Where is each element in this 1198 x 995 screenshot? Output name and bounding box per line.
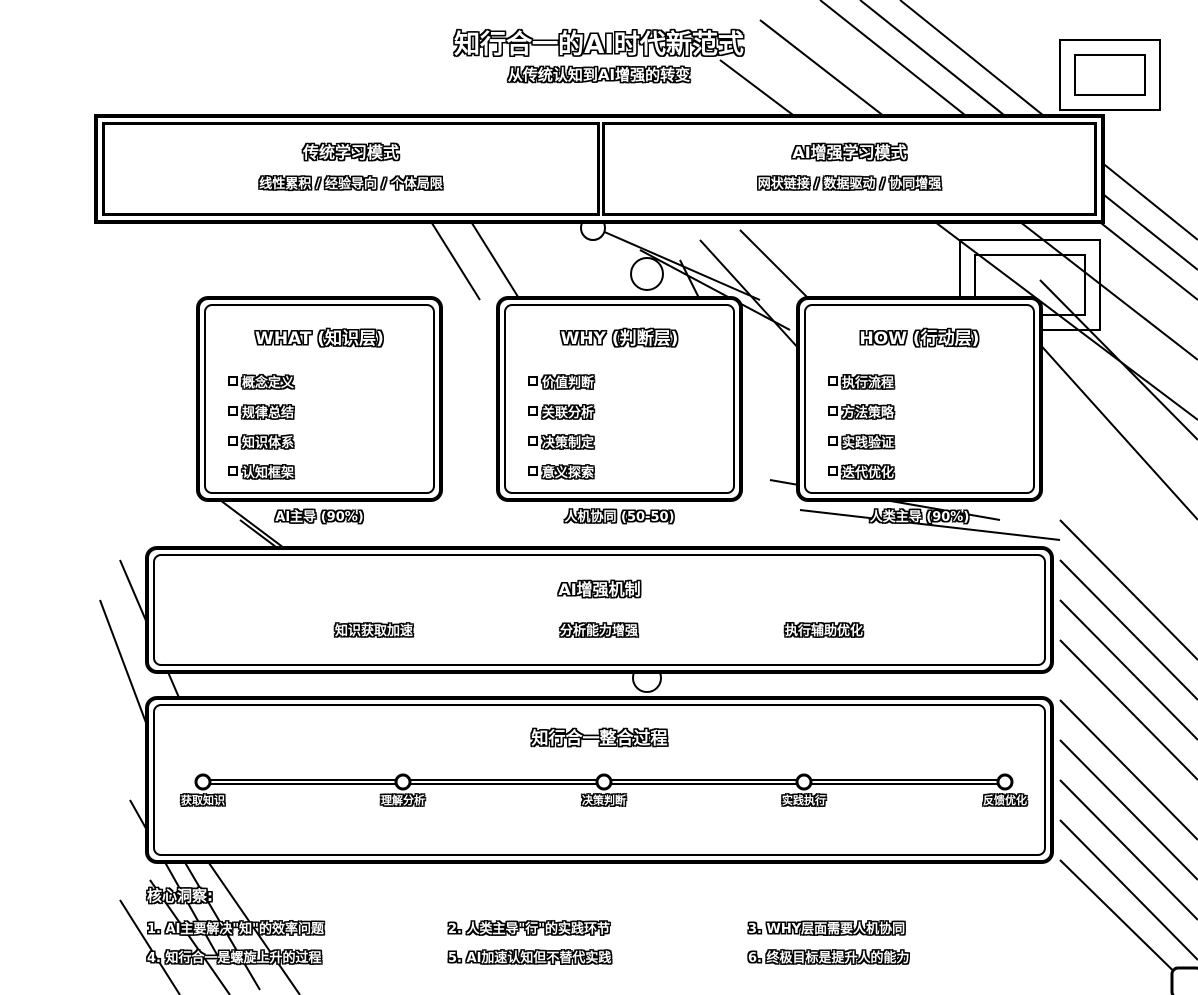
insights-title: 核心洞察: <box>147 887 213 905</box>
bullet-icon <box>528 436 538 446</box>
process-step-label: 获取知识 <box>181 794 225 807</box>
insight-item: 5. AI加速认知但不替代实践 <box>448 951 612 966</box>
process-step-label: 反馈优化 <box>983 794 1027 807</box>
bullet-icon <box>528 406 538 416</box>
process-step-label: 决策判断 <box>582 794 626 807</box>
bullet-icon <box>228 406 238 416</box>
how-layer-list: 执行流程 方法策略 实践验证 迭代优化 <box>828 366 894 486</box>
list-item: 关联分析 <box>528 396 594 426</box>
traditional-mode-box: 传统学习模式 线性累积 / 经验导向 / 个体局限 <box>102 122 600 216</box>
ai-mode-box: AI增强学习模式 网状链接 / 数据驱动 / 协同增强 <box>602 122 1097 216</box>
how-layer-ratio: 人类主导 (90%) <box>869 510 970 525</box>
bullet-icon <box>828 436 838 446</box>
mechanism-item-execution: 执行辅助优化 <box>785 624 864 639</box>
how-layer-card: HOW (行动层) 执行流程 方法策略 实践验证 迭代优化 <box>796 296 1043 502</box>
list-item: 认知框架 <box>228 456 294 486</box>
ai-mechanism-title: AI增强机制 <box>558 580 641 599</box>
list-item: 意义探索 <box>528 456 594 486</box>
insight-item: 6. 终极目标是提升人的能力 <box>748 951 910 966</box>
list-item: 执行流程 <box>828 366 894 396</box>
bullet-icon <box>828 466 838 476</box>
timeline-node <box>595 773 613 791</box>
insight-item: 4. 知行合一是螺旋上升的过程 <box>147 951 322 966</box>
bullet-icon <box>228 376 238 386</box>
ai-mechanism-panel: AI增强机制 知识获取加速 分析能力增强 执行辅助优化 <box>145 546 1054 674</box>
what-layer-title: WHAT (知识层) <box>255 329 384 349</box>
why-layer-ratio: 人机协同 (50-50) <box>564 510 675 525</box>
what-layer-list: 概念定义 规律总结 知识体系 认知框架 <box>228 366 294 486</box>
why-layer-title: WHY (判断层) <box>560 329 679 349</box>
why-layer-list: 价值判断 关联分析 决策制定 意义探索 <box>528 366 594 486</box>
ai-mode-desc: 网状链接 / 数据驱动 / 协同增强 <box>757 177 942 192</box>
learning-modes-panel: 传统学习模式 线性累积 / 经验导向 / 个体局限 AI增强学习模式 网状链接 … <box>94 114 1105 224</box>
list-item: 决策制定 <box>528 426 594 456</box>
list-item: 实践验证 <box>828 426 894 456</box>
how-layer-title: HOW (行动层) <box>859 329 980 349</box>
process-step-label: 实践执行 <box>782 794 826 807</box>
bullet-icon <box>228 466 238 476</box>
ai-mode-title: AI增强学习模式 <box>792 143 907 162</box>
bullet-icon <box>828 406 838 416</box>
timeline-node <box>394 773 412 791</box>
list-item: 规律总结 <box>228 396 294 426</box>
bullet-icon <box>528 466 538 476</box>
insight-item: 2. 人类主导"行"的实践环节 <box>448 922 611 937</box>
mechanism-item-analysis: 分析能力增强 <box>560 624 639 639</box>
list-item: 价值判断 <box>528 366 594 396</box>
why-layer-card: WHY (判断层) 价值判断 关联分析 决策制定 意义探索 <box>496 296 743 502</box>
list-item: 概念定义 <box>228 366 294 396</box>
what-layer-card: WHAT (知识层) 概念定义 规律总结 知识体系 认知框架 <box>196 296 443 502</box>
list-item: 方法策略 <box>828 396 894 426</box>
traditional-mode-title: 传统学习模式 <box>302 143 399 162</box>
list-item: 迭代优化 <box>828 456 894 486</box>
timeline-node <box>795 773 813 791</box>
mechanism-item-knowledge: 知识获取加速 <box>335 624 414 639</box>
bullet-icon <box>528 376 538 386</box>
timeline-node <box>996 773 1014 791</box>
page-title: 知行合一的AI时代新范式 <box>454 30 744 60</box>
insight-item: 3. WHY层面需要人机协同 <box>748 922 906 937</box>
list-item: 知识体系 <box>228 426 294 456</box>
integration-process-panel: 知行合一整合过程 获取知识 理解分析 决策判断 实践执行 反馈优化 <box>145 696 1054 864</box>
traditional-mode-desc: 线性累积 / 经验导向 / 个体局限 <box>259 177 443 192</box>
what-layer-ratio: AI主导 (90%) <box>275 510 364 525</box>
insight-item: 1. AI主要解决"知"的效率问题 <box>147 922 324 937</box>
process-timeline <box>194 773 1014 791</box>
bullet-icon <box>228 436 238 446</box>
timeline-node <box>194 773 212 791</box>
bullet-icon <box>828 376 838 386</box>
process-step-label: 理解分析 <box>381 794 425 807</box>
integration-process-title: 知行合一整合过程 <box>531 729 668 749</box>
page-subtitle: 从传统认知到AI增强的转变 <box>507 66 691 84</box>
